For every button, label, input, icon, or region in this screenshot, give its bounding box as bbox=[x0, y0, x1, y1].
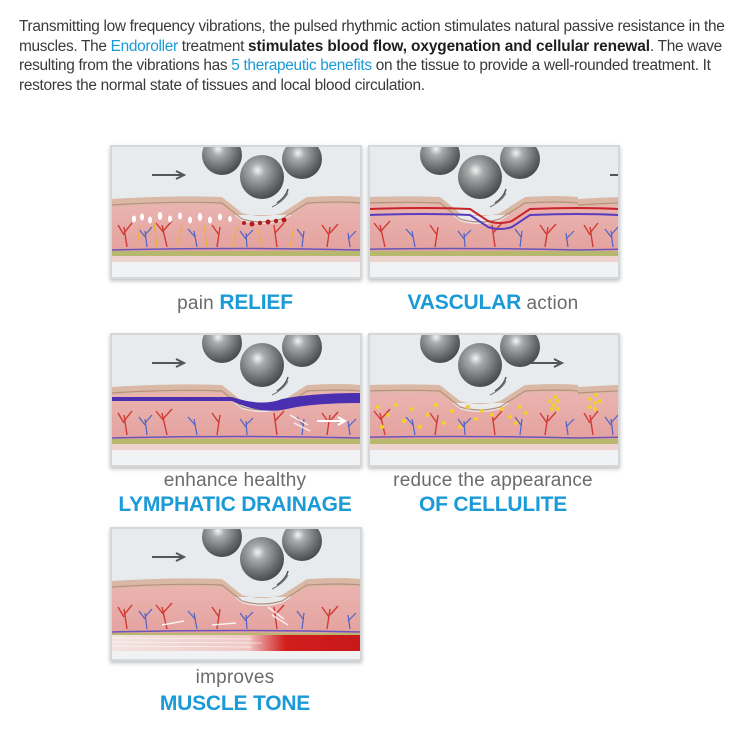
caption: reduce the appearance OF CELLULITE bbox=[368, 469, 618, 517]
intro-text: on the tissue to provide a well-rounded … bbox=[19, 57, 711, 94]
caption-bold: RELIEF bbox=[219, 291, 293, 314]
caption-bold: LYMPHATIC DRAINAGE bbox=[118, 493, 352, 516]
caption-bold: OF CELLULITE bbox=[418, 493, 568, 516]
benefits-highlight: 5 therapeutic benefits bbox=[231, 57, 372, 74]
caption: enhance healthy LYMPHATIC DRAINAGE bbox=[110, 469, 360, 517]
illustration-frame bbox=[110, 527, 362, 661]
panel-vascular-action: VASCULAR action bbox=[368, 145, 620, 325]
panel-cellulite: reduce the appearance OF CELLULITE bbox=[368, 333, 620, 523]
lymph-vessel-icon bbox=[112, 335, 360, 465]
caption-bold: VASCULAR bbox=[407, 291, 522, 314]
fat-cells-icon bbox=[370, 335, 618, 465]
intro-emphasis: stimulates blood flow, oxygenation and c… bbox=[248, 37, 650, 55]
caption: VASCULAR action bbox=[368, 291, 618, 315]
caption-light: action bbox=[521, 293, 579, 314]
brand-name-endoroller: Endoroller bbox=[110, 37, 178, 55]
blood-vessels-icon bbox=[370, 147, 618, 277]
caption-light: reduce the appearance bbox=[393, 470, 593, 491]
panel-muscle-tone: improves MUSCLE TONE bbox=[110, 527, 362, 727]
panel-pain-relief: pain RELIEF bbox=[110, 145, 362, 325]
muscle-fibers-icon bbox=[112, 529, 360, 659]
caption-light: pain bbox=[177, 293, 220, 314]
intro-text: . The wave resulting from the vibrations… bbox=[19, 37, 722, 75]
caption-light: enhance healthy bbox=[163, 470, 307, 491]
intro-text: treatment bbox=[177, 37, 249, 55]
intro-paragraph: Transmitting low frequency vibrations, t… bbox=[19, 17, 739, 95]
caption: pain RELIEF bbox=[110, 291, 360, 315]
nerve-endings-icon bbox=[112, 147, 360, 277]
caption: improves MUSCLE TONE bbox=[110, 665, 360, 717]
illustration-frame bbox=[368, 333, 620, 467]
intro-text: Transmitting low frequency vibrations, t… bbox=[19, 18, 725, 55]
caption-bold: MUSCLE TONE bbox=[159, 692, 311, 715]
illustration-frame bbox=[110, 333, 362, 467]
illustration-frame bbox=[110, 145, 362, 279]
illustration-frame bbox=[368, 145, 620, 279]
panel-lymphatic-drainage: enhance healthy LYMPHATIC DRAINAGE bbox=[110, 333, 362, 523]
caption-light: improves bbox=[195, 667, 275, 688]
